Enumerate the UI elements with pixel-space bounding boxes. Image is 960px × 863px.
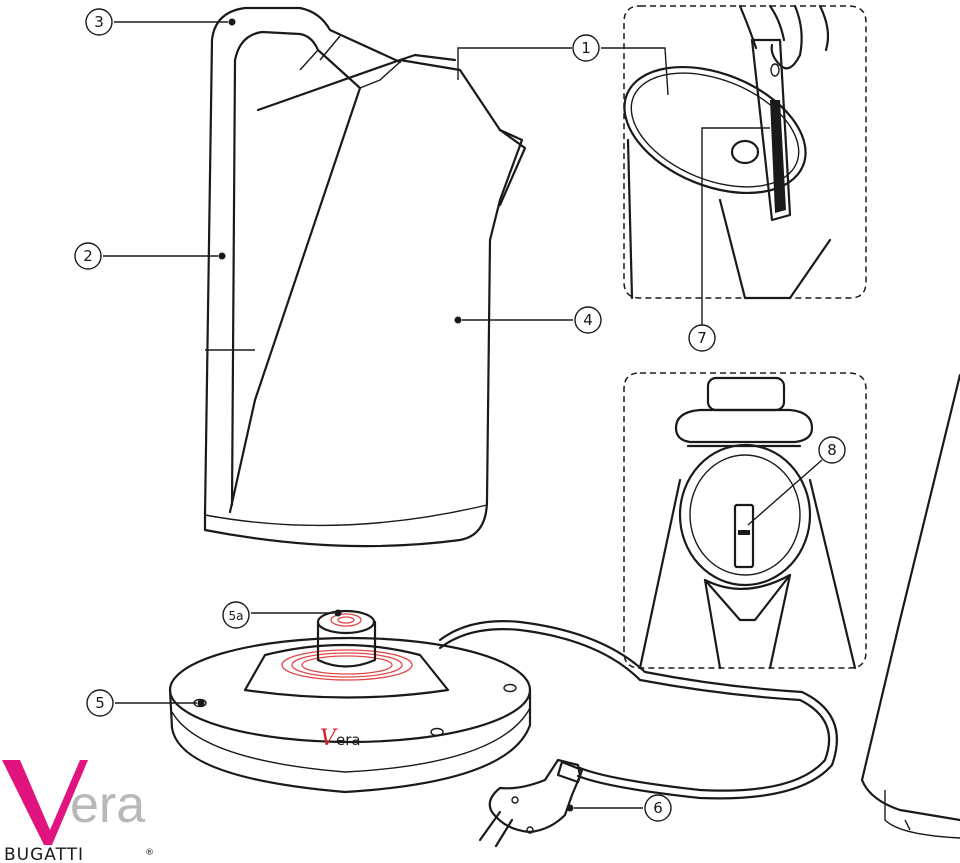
vera-bugatti-logo: era BUGATTI ® (2, 760, 154, 863)
power-base-illustration (168, 609, 838, 848)
callout-5-label: 5 (95, 694, 105, 712)
callout-5a: 5a (222, 601, 342, 629)
callout-1: 1 (457, 34, 669, 96)
callout-1-label: 1 (581, 39, 591, 57)
callout-4: 4 (454, 306, 602, 334)
kettle-illustration (203, 6, 527, 548)
callout-2-label: 2 (83, 247, 93, 265)
kettle-side-partial (860, 373, 960, 839)
filter-detail-box (623, 4, 867, 300)
logo-v-mark (2, 760, 88, 845)
lid-detail-box (623, 372, 867, 670)
callout-2: 2 (74, 242, 226, 270)
callout-6: 6 (566, 794, 672, 822)
base-logo-initial: V (320, 726, 338, 751)
callout-5a-label: 5a (229, 609, 244, 623)
callout-7: 7 (688, 127, 770, 352)
callout-6-label: 6 (653, 799, 663, 817)
callout-7-label: 7 (697, 329, 707, 347)
callout-4-label: 4 (583, 311, 593, 329)
callout-3: 3 (85, 8, 236, 36)
callout-8-label: 8 (827, 441, 837, 459)
base-logo: V era (320, 726, 361, 751)
base-logo-rest: era (336, 731, 361, 749)
callout-3-label: 3 (94, 13, 104, 31)
logo-subtitle: BUGATTI (4, 845, 84, 863)
callout-5: 5 (86, 689, 205, 717)
logo-wordmark: era (70, 776, 145, 834)
logo-registered: ® (145, 848, 154, 858)
callout-8: 8 (747, 436, 846, 526)
